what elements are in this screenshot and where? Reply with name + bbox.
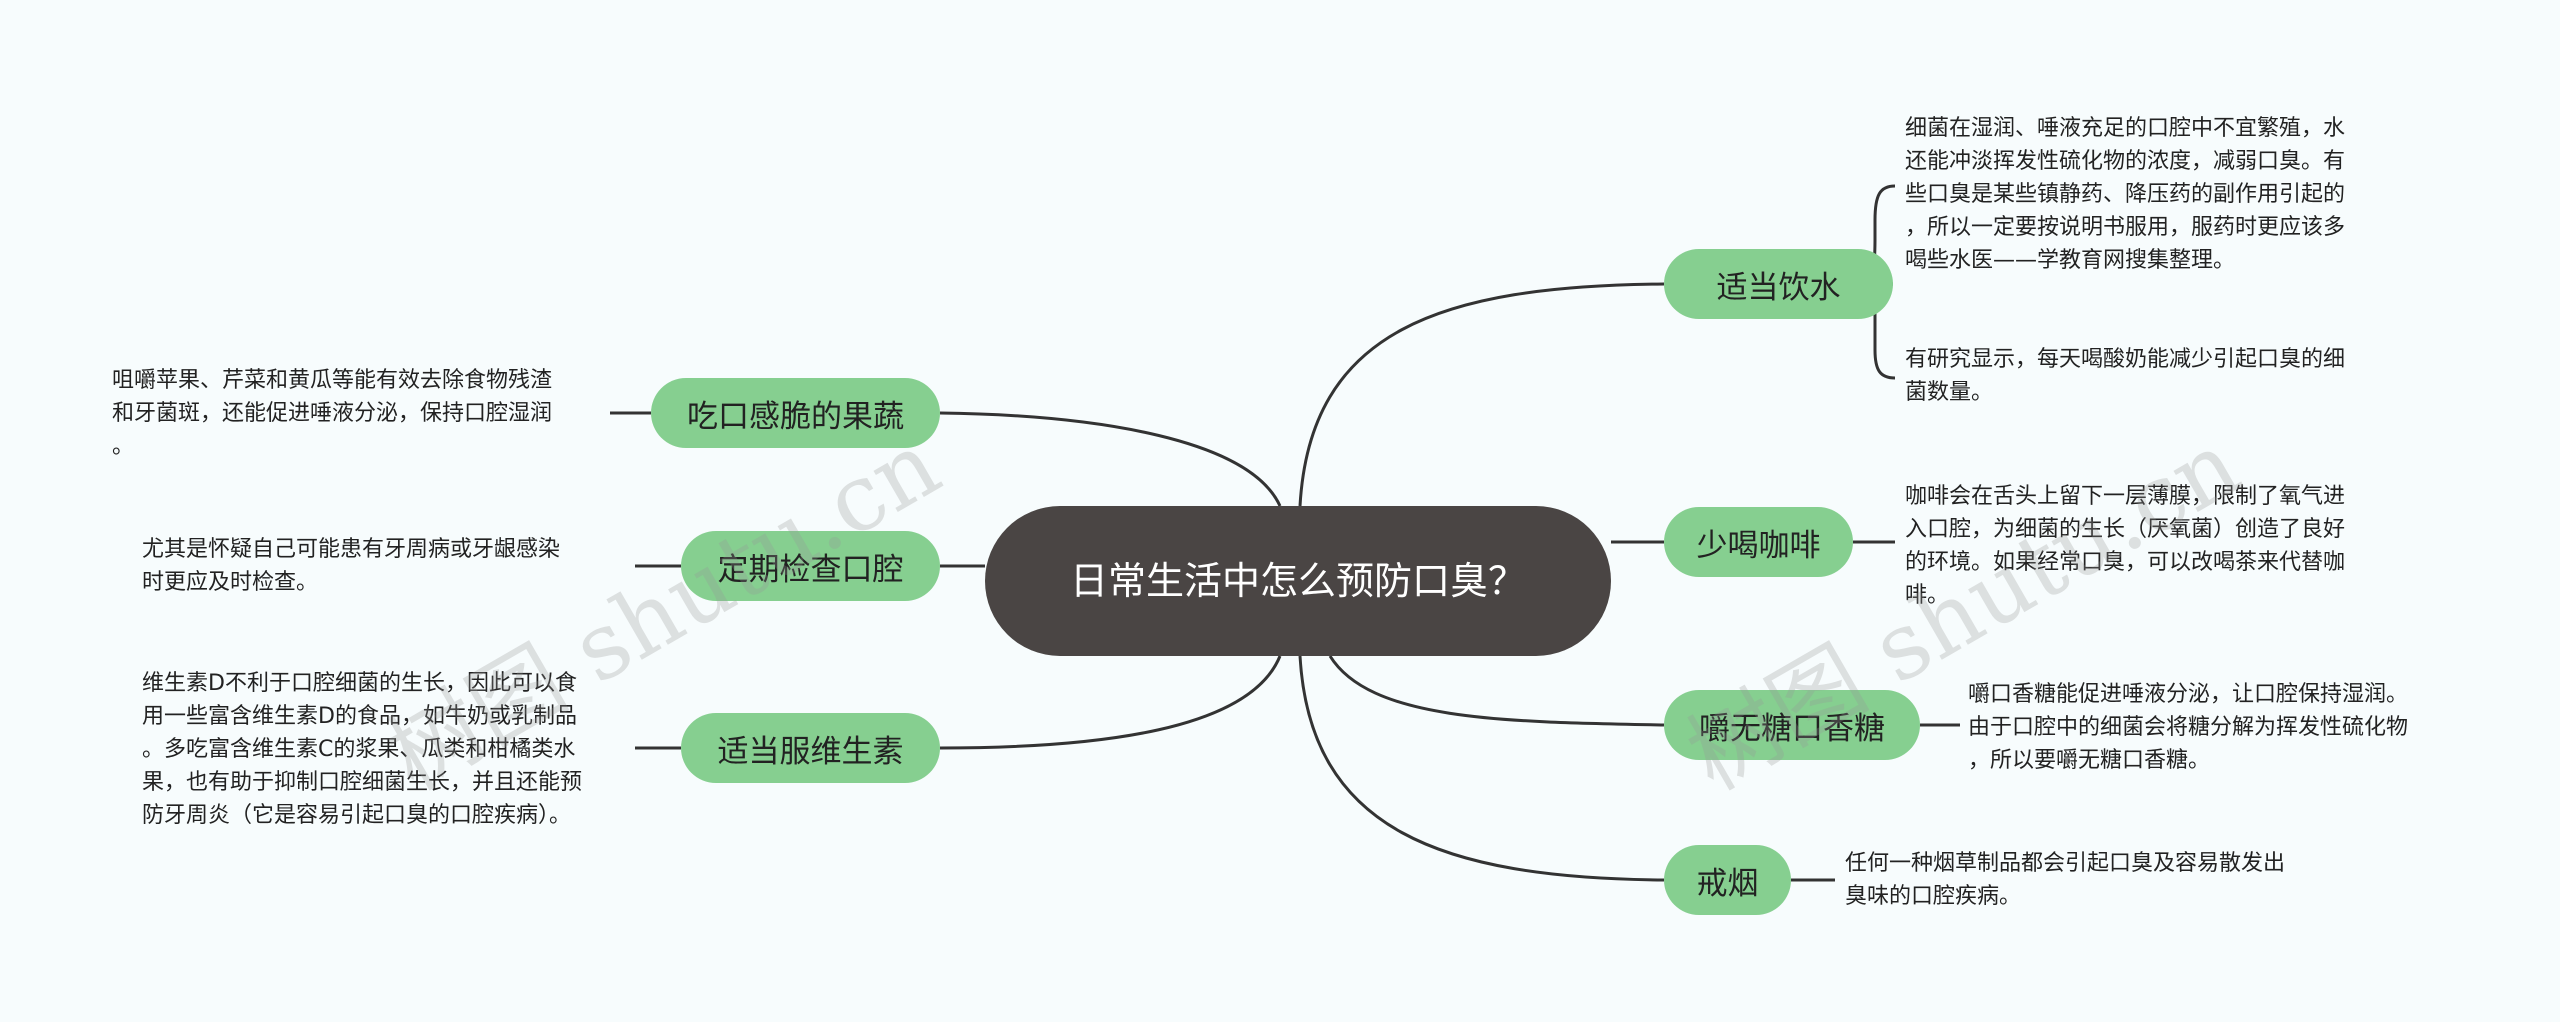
branch-coffee[interactable]: 少喝咖啡: [1664, 507, 1853, 577]
note-water-1: 细菌在湿润、唾液充足的口腔中不宜繁殖，水 还能冲淡挥发性硫化物的浓度，减弱口臭。…: [1905, 116, 2346, 273]
connector-smoke: [1298, 655, 1665, 882]
branch-smoke[interactable]: 戒烟: [1664, 845, 1791, 915]
branch-gum-label: 嚼无糖口香糖: [1699, 710, 1885, 747]
branch-check-label: 定期检查口腔: [717, 551, 904, 588]
note-veg: 咀嚼苹果、芹菜和黄瓜等能有效去除食物残渣 和牙菌斑，还能促进唾液分泌，保持口腔湿…: [112, 368, 553, 459]
branch-coffee-label: 少喝咖啡: [1696, 527, 1821, 564]
branch-vitamin[interactable]: 适当服维生素: [681, 713, 940, 783]
note-smoke: 任何一种烟草制品都会引起口臭及容易散发出 臭味的口腔疾病。: [1845, 851, 2286, 909]
connector-vitamin: [939, 655, 1282, 750]
root-topic-label: 日常生活中怎么预防口臭？: [1069, 559, 1526, 603]
note-vitamin: 维生素D不利于口腔细菌的生长，因此可以食 用一些富含维生素D的食品，如牛奶或乳制…: [142, 671, 583, 828]
note-water-2: 有研究显示，每天喝酸奶能减少引起口臭的细 菌数量。: [1905, 347, 2346, 405]
branch-veg-label: 吃口感脆的果蔬: [687, 398, 904, 435]
connector-gum: [1328, 655, 1665, 727]
connector-veg: [939, 411, 1282, 507]
branch-smoke-label: 戒烟: [1696, 865, 1759, 902]
note-gum: 嚼口香糖能促进唾液分泌，让口腔保持湿润。 由于口腔中的细菌会将糖分解为挥发性硫化…: [1968, 682, 2409, 773]
branch-vitamin-label: 适当服维生素: [717, 733, 904, 770]
root-topic[interactable]: 日常生活中怎么预防口臭？: [985, 506, 1611, 656]
connector-water: [1298, 282, 1665, 507]
branch-water-label: 适当饮水: [1716, 269, 1841, 306]
branch-water[interactable]: 适当饮水: [1664, 249, 1893, 319]
branch-check[interactable]: 定期检查口腔: [681, 531, 940, 601]
branch-gum[interactable]: 嚼无糖口香糖: [1664, 690, 1920, 760]
note-coffee: 咖啡会在舌头上留下一层薄膜，限制了氧气进 入口腔，为细菌的生长（厌氧菌）创造了良…: [1905, 484, 2346, 608]
note-check: 尤其是怀疑自己可能患有牙周病或牙龈感染 时更应及时检查。: [142, 537, 561, 595]
branch-veg[interactable]: 吃口感脆的果蔬: [651, 378, 940, 448]
